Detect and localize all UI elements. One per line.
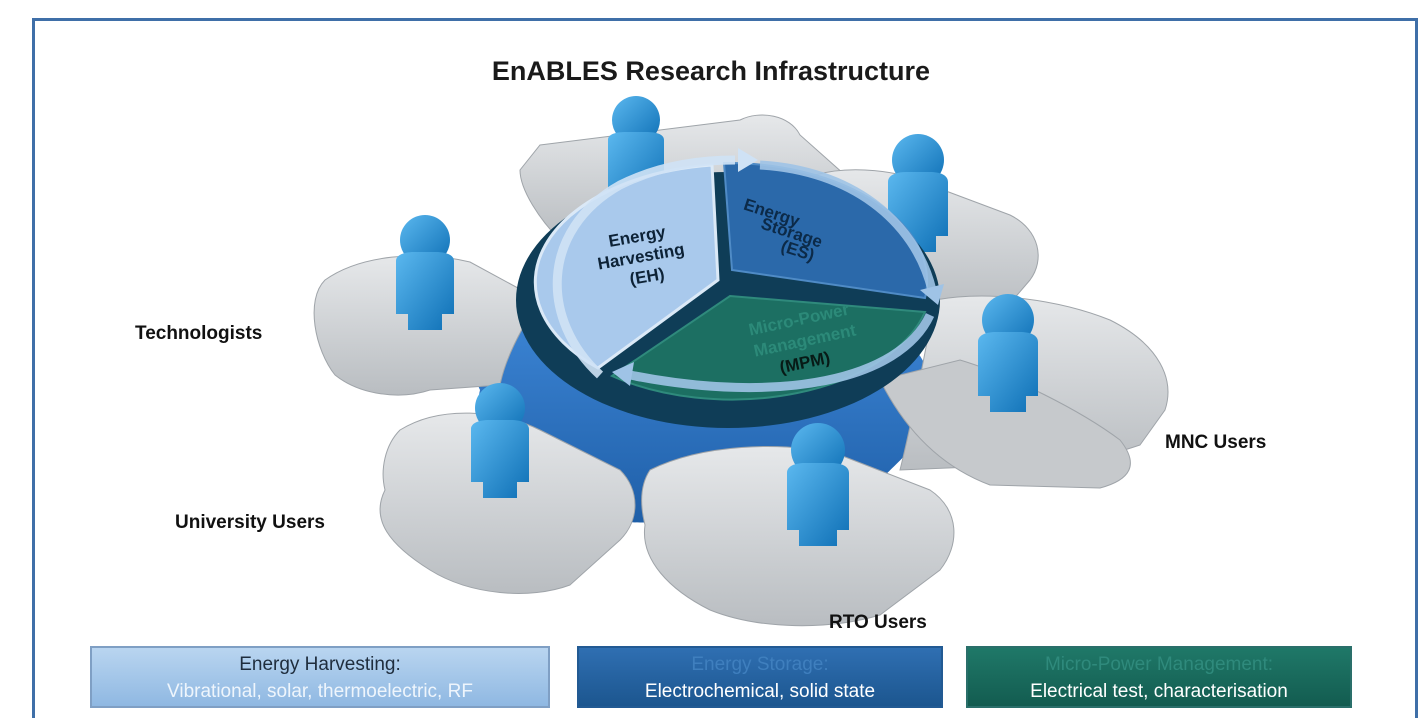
cycle-arrow-head xyxy=(612,362,634,386)
micro-power-management-detail: Electrical test, characterisation xyxy=(1030,681,1288,702)
energy-harvesting-heading: Energy Harvesting: xyxy=(239,654,401,675)
cycle-arrow xyxy=(759,160,937,292)
micro-power-management-heading: Micro-Power Management: xyxy=(1044,654,1274,675)
person-icon xyxy=(471,383,529,498)
puzzle-piece-bottom xyxy=(641,446,955,627)
person-icon xyxy=(978,294,1038,412)
person-icon xyxy=(787,423,849,546)
micro-power-management-box: Micro-Power Management: Electrical test,… xyxy=(966,646,1352,708)
energy-storage-box: Energy Storage: Electrochemical, solid s… xyxy=(577,646,943,708)
person-icon xyxy=(396,215,454,330)
person-figures xyxy=(396,96,1038,546)
label-rto-users: RTO Users xyxy=(829,612,927,633)
diagram-title: EnABLES Research Infrastructure xyxy=(491,56,931,86)
energy-storage-heading: Energy Storage: xyxy=(691,654,829,675)
label-mnc-users: MNC Users xyxy=(1165,432,1267,453)
cycle-arrow xyxy=(629,313,935,393)
cycle-arrow xyxy=(552,155,736,379)
puzzle-illustration: Energy Harvesting (EH) Energy Storage (E… xyxy=(313,96,1169,627)
label-university-users: University Users xyxy=(175,512,325,533)
energy-harvesting-box: Energy Harvesting: Vibrational, solar, t… xyxy=(90,646,550,708)
central-pie-disc xyxy=(516,148,944,428)
energy-storage-detail: Electrochemical, solid state xyxy=(644,681,876,702)
diagram-frame xyxy=(32,18,1418,718)
energy-harvesting-detail: Vibrational, solar, thermoelectric, RF xyxy=(167,681,473,702)
cycle-arrow-head xyxy=(738,148,758,172)
cycle-arrow-head xyxy=(920,284,944,305)
label-technologists: Technologists xyxy=(135,323,263,344)
